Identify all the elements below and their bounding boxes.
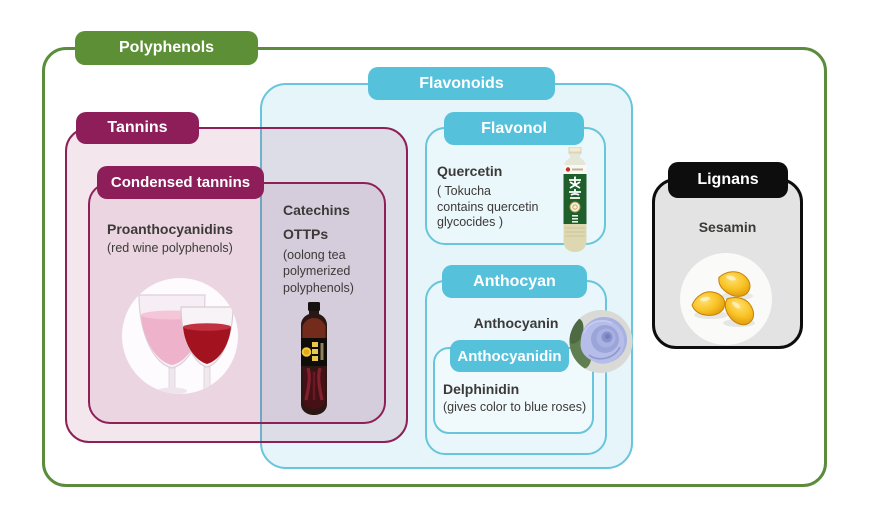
oolong-tea-bottle-photo: [296, 302, 332, 416]
tannins-label: Tannins: [76, 112, 199, 144]
catechins-name: Catechins: [283, 202, 350, 218]
anthocyanin-name: Anthocyanin: [473, 315, 559, 331]
flavonoids-label: Flavonoids: [368, 67, 555, 100]
delphinidin-entry: Delphinidin (gives color to blue roses): [443, 381, 603, 415]
tokucha-green-tea-bottle-photo: [560, 147, 590, 253]
catechins-ottps-entry: Catechins OTTPs (oolong tea polymerized …: [283, 202, 393, 296]
anthocyan-label: Anthocyan: [442, 265, 587, 298]
ottps-name: OTTPs: [283, 226, 329, 243]
anthocyanidin-label: Anthocyanidin: [450, 340, 569, 372]
delphinidin-name: Delphinidin: [443, 381, 520, 397]
sesamin-name: Sesamin: [698, 219, 757, 235]
proanthocyanidins-note: (red wine polyphenols): [107, 241, 233, 256]
quercetin-entry: Quercetin ( Tokucha contains quercetin g…: [437, 163, 557, 231]
quercetin-note: ( Tokucha contains quercetin glycocides …: [437, 184, 539, 230]
lignans-label: Lignans: [668, 162, 788, 198]
proanthocyanidins-entry: Proanthocyanidins (red wine polyphenols): [107, 221, 257, 256]
red-wine-glasses-photo: [122, 277, 238, 395]
condensed-tannins-label: Condensed tannins: [97, 166, 264, 199]
flavonol-label: Flavonol: [444, 112, 584, 145]
polyphenols-label: Polyphenols: [75, 31, 258, 65]
proanthocyanidins-name: Proanthocyanidins: [107, 221, 234, 237]
blue-rose-photo: [569, 309, 633, 374]
quercetin-name: Quercetin: [437, 163, 503, 179]
delphinidin-note: (gives color to blue roses): [443, 400, 587, 415]
sesamin-capsules-photo: [679, 251, 774, 350]
ottps-note: (oolong tea polymerized polyphenols): [283, 248, 354, 295]
